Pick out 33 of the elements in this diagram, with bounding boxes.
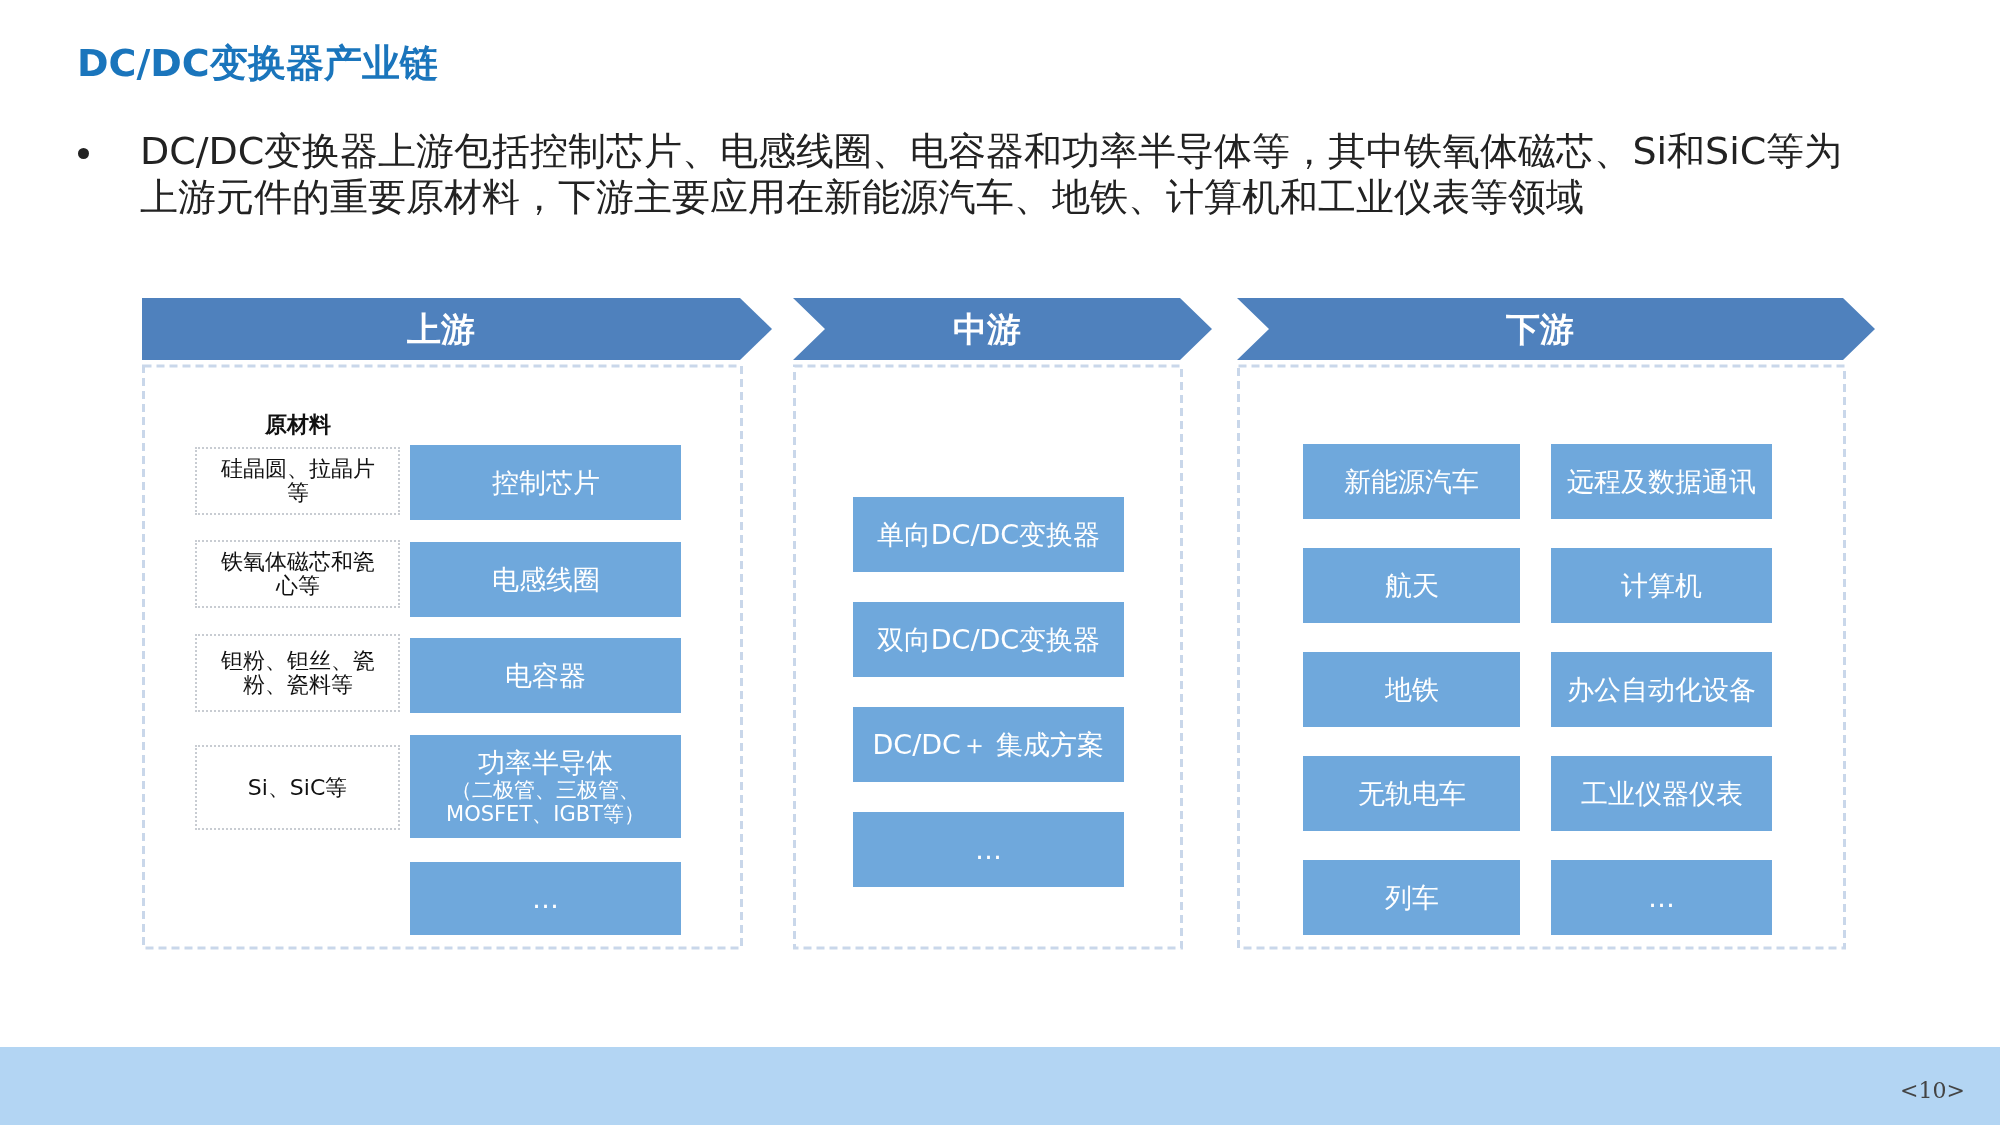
column-panel	[793, 298, 1212, 950]
column-heading: 上游	[406, 308, 476, 351]
category-box: 地铁	[1303, 652, 1520, 727]
category-box: 单向DC/DC变换器	[853, 497, 1124, 572]
category-box: 双向DC/DC变换器	[853, 602, 1124, 677]
material-box: Si、SiC等	[195, 745, 400, 830]
category-box: …	[1551, 860, 1772, 935]
category-box: 新能源汽车	[1303, 444, 1520, 519]
category-box: …	[410, 862, 681, 935]
column-panel	[1237, 298, 1875, 950]
column-panel	[142, 298, 772, 950]
category-box: 计算机	[1551, 548, 1772, 623]
category-box: …	[853, 812, 1124, 887]
material-box: 钽粉、钽丝、瓷粉、瓷料等	[195, 634, 400, 712]
summary-paragraph: DC/DC变换器上游包括控制芯片、电感线圈、电容器和功率半导体等，其中铁氧体磁芯、Si和SiC等为上游元件的重要原材料，下游主要应用在新能源汽车、地铁、计算机和工业仪表等领域	[140, 128, 1844, 220]
category-box: 电容器	[410, 638, 681, 713]
category-box: 功率半导体 （二极管、三极管、MOSFET、IGBT等）	[410, 735, 681, 838]
column-heading: 下游	[1505, 308, 1575, 351]
category-box: DC/DC＋ 集成方案	[853, 707, 1124, 782]
category-box: 航天	[1303, 548, 1520, 623]
material-box: 硅晶圆、拉晶片等	[195, 447, 400, 515]
category-box: 列车	[1303, 860, 1520, 935]
category-box: 电感线圈	[410, 542, 681, 617]
category-box: 远程及数据通讯	[1551, 444, 1772, 519]
category-box: 无轨电车	[1303, 756, 1520, 831]
column-heading: 中游	[951, 308, 1022, 351]
column-heading: 原材料	[263, 411, 332, 439]
category-box: 办公自动化设备	[1551, 652, 1772, 727]
page-number: <10>	[1900, 1078, 1965, 1103]
slide-title: DC/DC变换器产业链	[77, 40, 438, 87]
category-box: 工业仪器仪表	[1551, 756, 1772, 831]
category-box: 控制芯片	[410, 445, 681, 520]
material-box: 铁氧体磁芯和瓷心等	[195, 540, 400, 608]
